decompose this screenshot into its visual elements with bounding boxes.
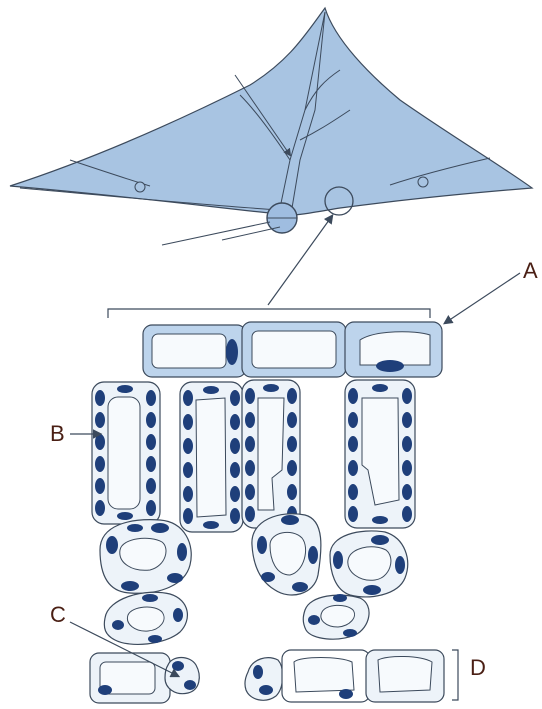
label-b: B — [50, 421, 65, 447]
label-d: D — [470, 655, 486, 681]
pointer-line-2 — [162, 222, 270, 245]
label-c: C — [50, 602, 66, 628]
label-d-bracket — [452, 650, 458, 700]
leaf-illustration — [10, 8, 532, 233]
palisade-cell — [345, 380, 415, 528]
spongy-cell — [330, 531, 408, 597]
upper-epidermis — [143, 322, 442, 377]
spongy-cell — [100, 520, 191, 594]
palisade-cell — [180, 382, 243, 532]
palisade-cell — [242, 380, 300, 528]
spongy-cell — [252, 514, 321, 595]
leaf-blade — [10, 8, 532, 215]
epidermis-bracket — [108, 309, 430, 318]
leaf-vein-bundle-left — [135, 182, 145, 192]
label-a: A — [523, 258, 538, 284]
pointer-line-3 — [222, 227, 280, 240]
palisade-cell — [92, 382, 160, 524]
spongy-mesophyll — [100, 514, 408, 645]
palisade-layer — [92, 380, 415, 532]
spongy-cell — [104, 592, 187, 644]
leaf-vein-bundle-right — [418, 177, 428, 187]
label-a-arrow — [445, 273, 520, 323]
spongy-cell — [303, 594, 369, 639]
